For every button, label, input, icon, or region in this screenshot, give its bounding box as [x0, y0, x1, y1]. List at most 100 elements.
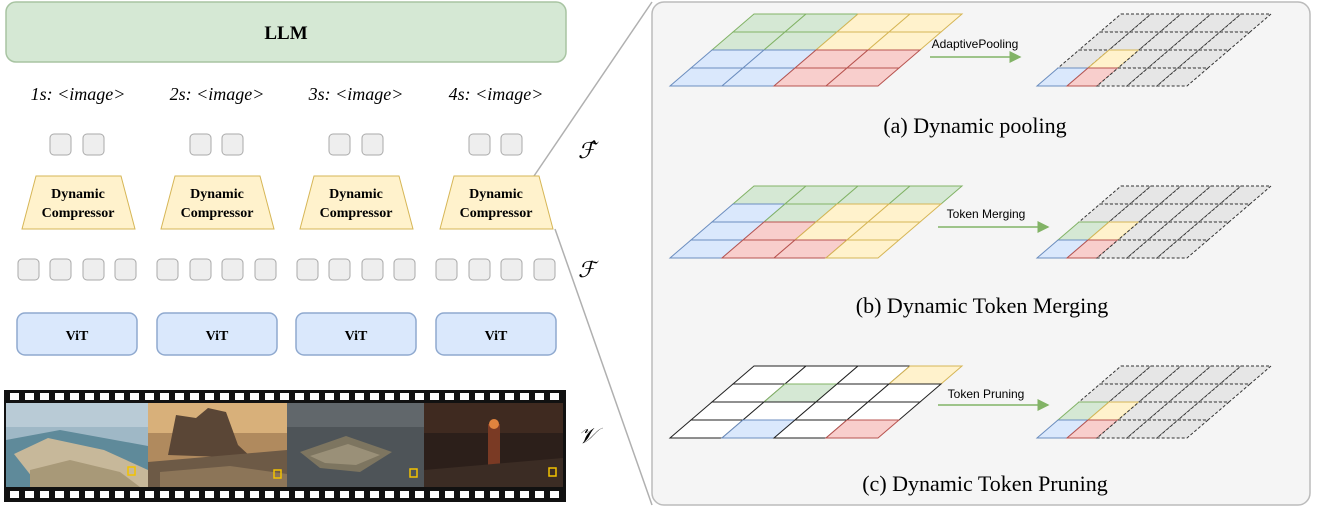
token-cell: [1155, 239, 1210, 259]
symbol-f-hat: ℱ̂: [578, 138, 599, 163]
vit-token: [468, 258, 491, 281]
film-perforation: [220, 491, 229, 498]
method-caption: (b) Dynamic Token Merging: [856, 293, 1108, 318]
vit-token: [114, 258, 137, 281]
film-perforation: [40, 491, 49, 498]
vit-box: [16, 312, 138, 356]
vit-label: ViT: [345, 329, 368, 344]
film-perforation: [505, 491, 514, 498]
film-perforation: [325, 491, 334, 498]
film-perforation: [235, 393, 244, 400]
compressed-token: [500, 133, 523, 156]
compressor-label-line1: Dynamic: [329, 187, 383, 202]
frame-column-1: 1s: <image> Dynamic Compressor ViT: [16, 84, 138, 356]
vit-token: [254, 258, 277, 281]
vit-token: [500, 258, 523, 281]
film-perforation: [40, 393, 49, 400]
film-perforation: [55, 393, 64, 400]
token-cell: [1155, 67, 1210, 87]
film-perforation: [115, 393, 124, 400]
token-cell: [1155, 419, 1210, 439]
film-perforation: [250, 491, 259, 498]
token-cell: [824, 67, 901, 87]
symbol-f: ℱ: [578, 257, 599, 282]
film-perforation: [190, 491, 199, 498]
token-grid: [668, 13, 964, 87]
compressed-token: [328, 133, 351, 156]
compressed-token: [82, 133, 105, 156]
film-perforation: [370, 393, 379, 400]
film-perforation: [175, 393, 184, 400]
film-perforation: [475, 393, 484, 400]
method-c: Token Pruning (c) Dynamic Token Pruning: [862, 387, 1108, 496]
method-caption: (a) Dynamic pooling: [883, 113, 1066, 138]
film-perforation: [520, 491, 529, 498]
vit-token: [533, 258, 556, 281]
film-perforation: [250, 393, 259, 400]
vit-token: [82, 258, 105, 281]
compressor-label-line2: Compressor: [320, 206, 393, 221]
film-perforation: [130, 393, 139, 400]
film-perforation: [445, 393, 454, 400]
method-arrow-label: Token Merging: [947, 207, 1026, 221]
frame-time-label: 2s: <image>: [170, 84, 265, 104]
film-perforation: [355, 393, 364, 400]
vit-label: ViT: [206, 329, 229, 344]
film-frame-4: [424, 403, 563, 487]
token-grid: [668, 365, 964, 439]
vit-box: [435, 312, 557, 356]
vit-label: ViT: [66, 329, 89, 344]
film-perforation: [295, 491, 304, 498]
film-perforation: [385, 491, 394, 498]
compressor-label-line2: Compressor: [181, 206, 254, 221]
method-a: AdaptivePooling (a) Dynamic pooling: [883, 37, 1066, 138]
frame-column-4: 4s: <image> Dynamic Compressor ViT: [435, 84, 557, 356]
film-perforation: [265, 393, 274, 400]
film-perforation: [535, 491, 544, 498]
film-perforation: [490, 491, 499, 498]
vit-box: [156, 312, 278, 356]
compressor-label-line2: Compressor: [42, 206, 115, 221]
film-perforation: [415, 393, 424, 400]
film-perforation: [235, 491, 244, 498]
film-perforation: [535, 393, 544, 400]
film-perforation: [340, 491, 349, 498]
video-film-strip: [4, 390, 566, 502]
vit-token: [296, 258, 319, 281]
compressed-token: [189, 133, 212, 156]
method-arrow-label: AdaptivePooling: [932, 37, 1019, 51]
film-perforation: [295, 393, 304, 400]
compressed-token: [49, 133, 72, 156]
film-perforations: [10, 393, 559, 498]
vit-token: [189, 258, 212, 281]
compressor-label-line2: Compressor: [460, 206, 533, 221]
zoom-line-bottom: [554, 228, 653, 506]
film-perforation: [460, 393, 469, 400]
token-grid: [1035, 365, 1273, 439]
film-perforation: [160, 491, 169, 498]
method-grids: [668, 13, 1273, 439]
frame-time-label: 4s: <image>: [449, 84, 544, 104]
film-perforation: [100, 491, 109, 498]
film-perforation: [25, 491, 34, 498]
method-arrow-label: Token Pruning: [948, 387, 1025, 401]
film-perforation: [25, 393, 34, 400]
film-perforation: [10, 491, 19, 498]
film-perforation: [400, 393, 409, 400]
dynamic-compressor: [160, 175, 275, 230]
film-perforation: [310, 393, 319, 400]
film-frame-2: [148, 403, 287, 487]
token-cell: [824, 419, 901, 439]
film-perforation: [445, 491, 454, 498]
token-grid: [1035, 13, 1273, 87]
llm-label: LLM: [264, 23, 307, 44]
film-perforation: [370, 491, 379, 498]
film-perforation: [10, 393, 19, 400]
film-perforation: [85, 393, 94, 400]
film-perforation: [340, 393, 349, 400]
dynamic-compressor: [21, 175, 136, 230]
frame-column-3: 3s: <image> Dynamic Compressor ViT: [295, 84, 417, 356]
film-perforation: [175, 491, 184, 498]
frame-time-label: 1s: <image>: [31, 84, 126, 104]
vit-label: ViT: [485, 329, 508, 344]
